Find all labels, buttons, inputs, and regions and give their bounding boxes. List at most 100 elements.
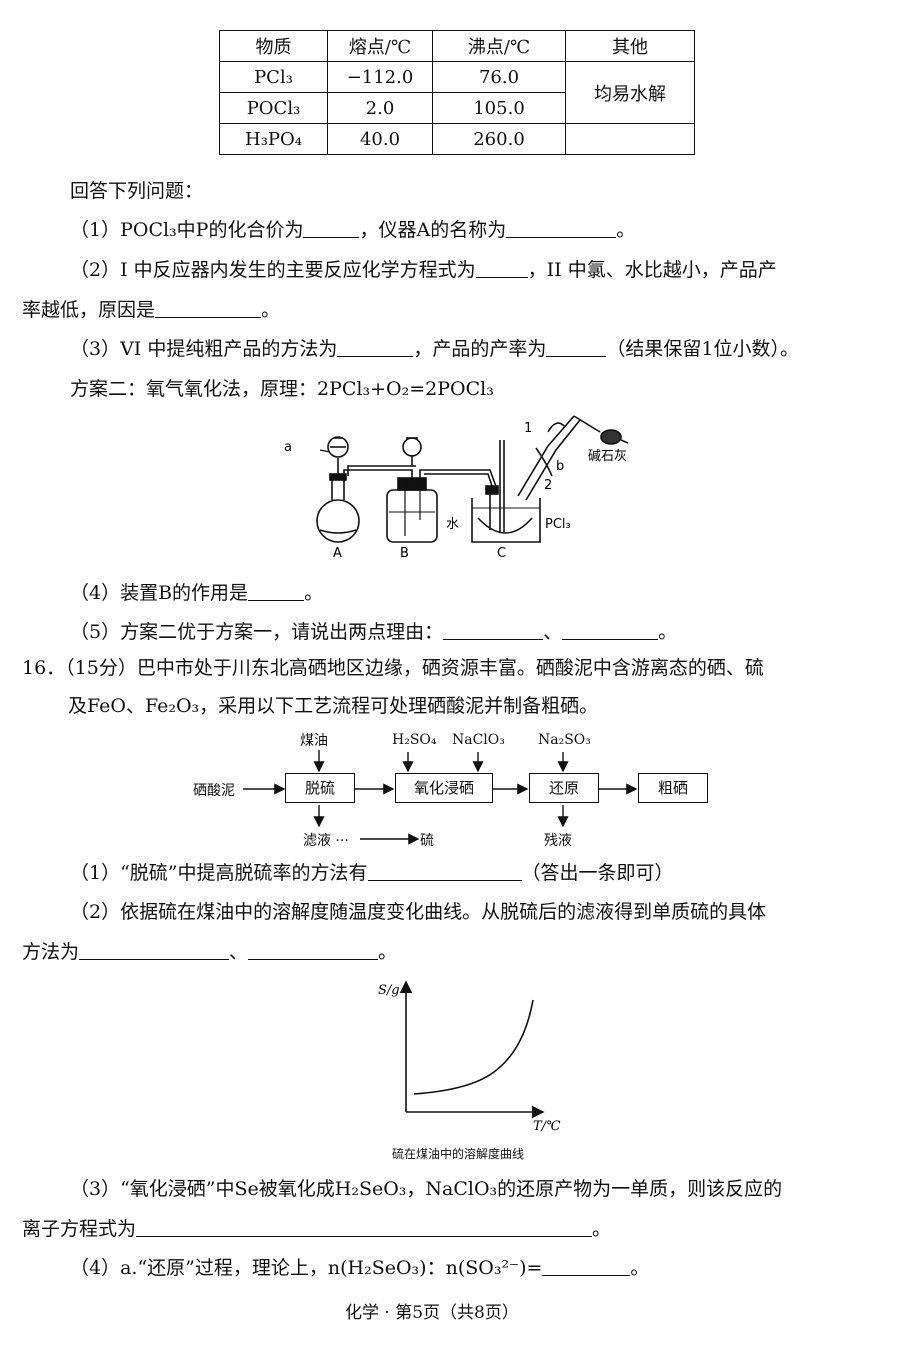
q15-4-text: （4）装置B的作用是 [70, 582, 249, 604]
q16-1-text: （1）“脱硫”中提高脱硫率的方法有 [70, 862, 368, 884]
flow-step-desulfurize: 脱硫 [285, 773, 355, 803]
q16-1: （1）“脱硫”中提高脱硫率的方法有 （答出一条即可） [70, 860, 674, 886]
q15-3: （3）VI 中提纯粗产品的方法为 ，产品的产率为 （结果保留1位小数）。 [70, 336, 799, 362]
q15-3-text: ，产品的产率为 [413, 338, 547, 360]
answer-blank[interactable] [562, 621, 659, 640]
table-cell: 均易水解 [565, 61, 695, 124]
q16-3-cont: 离子方程式为 。 [22, 1216, 611, 1242]
flow-output: 粗硒 [638, 773, 708, 803]
flask-a [316, 499, 360, 543]
flow-reagent-naclo3: NaClO₃ [452, 732, 505, 748]
label-b: b [556, 459, 564, 474]
q15-1-text: （1）POCl₃中P的化合价为 [70, 219, 304, 241]
table-row: H₃PO₄ 40.0 260.0 [219, 123, 695, 155]
q15-2-cont: 率越低，原因是。 [22, 297, 280, 323]
flow-reagent-h2so4: H₂SO₄ [392, 732, 437, 748]
q16-4: （4）a.“还原”过程，理论上，n(H₂SeO₃)：n(SO₃²⁻)= 。 [70, 1255, 649, 1281]
answer-blank[interactable] [248, 582, 305, 601]
table-cell: 2.0 [327, 92, 433, 124]
q16-4-end: 。 [630, 1257, 650, 1279]
q16-head-2: 及FeO、Fe₂O₃，采用以下工艺流程可处理硒酸泥并制备粗硒。 [68, 695, 599, 717]
q16-3-end: 。 [592, 1218, 612, 1240]
table-header: 熔点/℃ [327, 30, 433, 62]
table-cell: 260.0 [432, 123, 566, 155]
graph-caption: 硫在煤油中的溶解度曲线 [392, 1147, 525, 1161]
q15-intro: 回答下列问题： [70, 180, 204, 202]
q15-5-text: （5）方案二优于方案一，请说出两点理由： [70, 621, 444, 643]
q16-3-text: 离子方程式为 [22, 1218, 137, 1240]
q15-2: （2）I 中反应器内发生的主要反应化学方程式为 ，II 中氯、水比越小，产品产 [70, 257, 777, 283]
q15-1: （1）POCl₃中P的化合价为 ，仪器A的名称为 。 [70, 217, 635, 243]
label-bottle-b: B [400, 546, 409, 561]
flow-step-reduce: 还原 [529, 773, 599, 803]
label-2: 2 [544, 478, 552, 493]
plan-two: 方案二：氧气氧化法，原理：2PCl₃+O₂=2POCl₃ [70, 378, 494, 400]
flow-reagent-kerosene: 煤油 [300, 733, 328, 749]
q15-3-text: （3）VI 中提纯粗产品的方法为 [70, 338, 338, 360]
flow-reagent-na2so3: Na₂SO₃ [538, 732, 591, 748]
flow-filtrate: 滤液 ··· [303, 833, 349, 849]
answer-blank[interactable] [337, 338, 414, 357]
q16-2-text: 方法为 [22, 941, 80, 963]
table-cell [565, 123, 695, 155]
q16-2-end: 。 [378, 941, 398, 963]
answer-blank[interactable] [443, 621, 544, 640]
label-pcl3: PCl₃ [545, 517, 571, 532]
flow-step-oxidize: 氧化浸硒 [395, 773, 493, 803]
solubility-curve [413, 999, 534, 1095]
table-header-row: 物质 熔点/℃ 沸点/℃ 其他 [219, 30, 695, 62]
y-axis-label: S/g [378, 983, 400, 998]
q15-2-text: 率越低，原因是 [22, 299, 156, 321]
label-flask-a: A [333, 546, 342, 561]
table-cell: H₃PO₄ [219, 123, 328, 155]
answer-blank[interactable] [367, 862, 522, 881]
page-footer: 化学 · 第5页（共8页） [345, 1303, 519, 1323]
q15-4: （4）装置B的作用是 。 [70, 580, 323, 606]
q16-head: 16．（15分）巴中市处于川东北高硒地区边缘，硒资源丰富。硒酸泥中含游离态的硒、… [22, 657, 764, 679]
table-row: POCl₃ 2.0 105.0 [219, 92, 695, 124]
table-header: 其他 [565, 30, 695, 62]
table-cell: 40.0 [327, 123, 433, 155]
q16-1-text: （答出一条即可） [521, 862, 674, 884]
answer-blank[interactable] [506, 219, 617, 238]
table-cell: 76.0 [432, 61, 566, 93]
x-axis-label: T/℃ [533, 1119, 561, 1134]
answer-blank[interactable] [303, 219, 360, 238]
q16-2-sep: 、 [229, 941, 249, 963]
answer-blank[interactable] [475, 259, 528, 278]
q15-1-text: ，仪器A的名称为 [359, 219, 507, 241]
label-sodalime: 碱石灰 [588, 449, 627, 464]
table-header: 物质 [219, 30, 328, 62]
q15-5: （5）方案二优于方案一，请说出两点理由： 、 。 [70, 619, 677, 645]
properties-table: 物质 熔点/℃ 沸点/℃ 其他 PCl₃ −112.0 76.0 均易水解 PO… [219, 30, 695, 155]
beaker-c [471, 498, 541, 543]
q15-2-text: （2）I 中反应器内发生的主要反应化学方程式为 [70, 259, 476, 281]
q15-1-end: 。 [616, 219, 636, 241]
label-water: 水 [446, 517, 459, 532]
q15-4-end: 。 [304, 582, 324, 604]
flow-sulfur: 硫 [420, 833, 434, 849]
q15-2-text: ，II 中氯、水比越小，产品产 [527, 259, 777, 281]
q16-3: （3）“氧化浸硒”中Se被氧化成H₂SeO₃，NaClO₃的还原产物为一单质，则… [70, 1178, 783, 1200]
table-cell: 105.0 [432, 92, 566, 124]
table-row: PCl₃ −112.0 76.0 均易水解 [219, 61, 695, 124]
answer-blank[interactable] [155, 299, 262, 318]
answer-blank[interactable] [542, 1257, 631, 1276]
q16-2: （2）依据硫在煤油中的溶解度随温度变化曲线。从脱硫后的滤液得到单质硫的具体 [70, 901, 767, 923]
answer-blank[interactable] [79, 941, 230, 960]
answer-blank[interactable] [546, 338, 607, 357]
answer-blank[interactable] [136, 1218, 593, 1237]
label-beaker-c: C [497, 546, 506, 561]
label-a: a [284, 440, 292, 455]
q15-5-end: 。 [658, 621, 678, 643]
q15-5-sep: 、 [543, 621, 563, 643]
q16-2-cont: 方法为 、 。 [22, 939, 397, 965]
flow-input: 硒酸泥 [193, 783, 235, 799]
answer-blank[interactable] [248, 941, 379, 960]
q16-4-text: （4）a.“还原”过程，理论上，n(H₂SeO₃)：n(SO₃²⁻)= [70, 1257, 543, 1279]
q15-3-text: （结果保留1位小数）。 [606, 338, 799, 360]
table-cell: POCl₃ [219, 92, 328, 124]
